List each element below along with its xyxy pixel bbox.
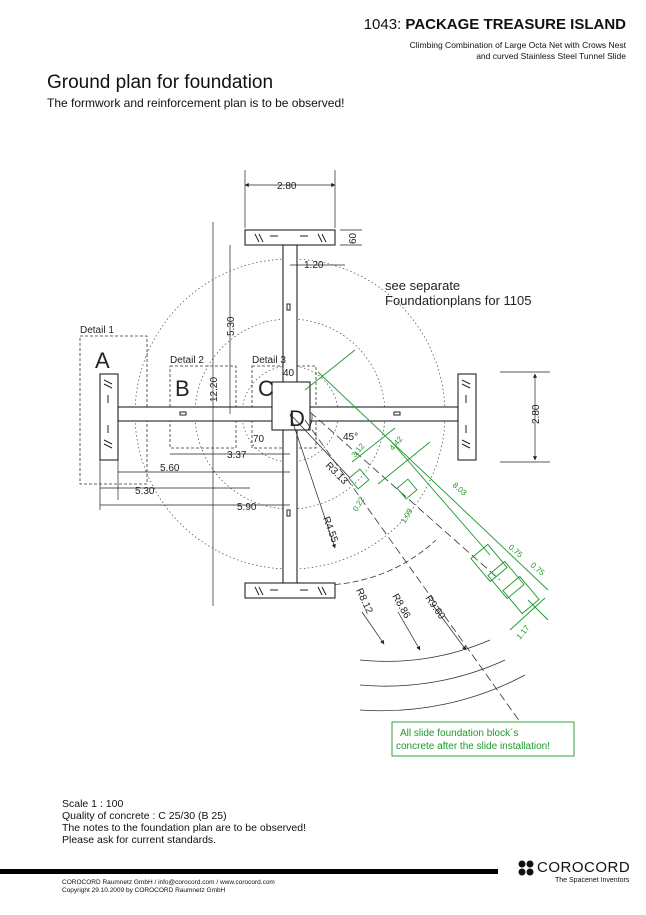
detail-letter-d: D (289, 406, 305, 431)
slide-arcs (289, 539, 437, 586)
document-number: 1043: (363, 16, 402, 33)
slide-dim-0-75-b: 0.75 (529, 561, 547, 578)
detail-letter-b: B (175, 376, 190, 401)
dim-5-30-horizontal: 5.30 (135, 486, 155, 497)
detail-1-label: Detail 1 (80, 325, 114, 336)
dim-right-width: 2.80 (531, 404, 542, 424)
green-note-line-1: All slide foundation block´s (400, 727, 518, 739)
footer-bar (0, 869, 498, 874)
note-scale: Scale 1 : 100 (62, 798, 124, 810)
slide-dim-0-75-a: 0.75 (507, 543, 525, 560)
corocord-logo-icon (518, 860, 534, 876)
dim-5-30-vertical: 5.30 (226, 316, 237, 336)
document-title: 1043: PACKAGE TREASURE ISLAND (364, 16, 626, 33)
dim-40: 40 (283, 368, 295, 379)
dim-top-depth: 60 (348, 232, 359, 244)
page-subheading: The formwork and reinforcement plan is t… (47, 96, 345, 110)
slide-dim-1-09: 1.09 (399, 507, 415, 525)
page-heading: Ground plan for foundation (47, 72, 274, 93)
plan-notes: Scale 1 : 100 Quality of concrete : C 25… (62, 798, 306, 846)
radius-r8-86: R8.86 (389, 592, 412, 621)
dim-3-37: 3.37 (227, 450, 247, 461)
subtitle-line-1: Climbing Combination of Large Octa Net w… (409, 40, 626, 50)
slide-dimension-labels: 3.12 4.42 8.03 0.22 1.09 0.75 0.75 1.17 … (350, 434, 550, 752)
footer-contact: COROCORD Raumnetz GmbH / info@corocord.c… (62, 879, 275, 886)
package-name: PACKAGE TREASURE ISLAND (405, 16, 626, 33)
slide-dim-1-17: 1.17 (515, 623, 532, 641)
logo-tagline: The Spacenet Inventors (555, 877, 630, 884)
slide-centerline (304, 411, 541, 751)
dim-12-20: 12.20 (209, 377, 220, 402)
detail-3-label: Detail 3 (252, 355, 286, 366)
subtitle-line-2: and curved Stainless Steel Tunnel Slide (476, 51, 626, 61)
separate-note-line-2: Foundationplans for 1105 (385, 293, 531, 308)
radius-r4-55: R4.55 (320, 515, 340, 544)
logo-wordmark: COROCORD (537, 859, 631, 876)
rebar-marks (103, 233, 471, 596)
green-note-box (391, 721, 575, 757)
note-standards: Please ask for current standards. (62, 834, 217, 846)
slide-dim-4-42: 4.42 (388, 434, 405, 452)
dim-top-width: 2.80 (277, 181, 297, 192)
dim-1-20: 1.20 (304, 260, 324, 271)
dim-5-90: 5.90 (237, 502, 257, 513)
detail-letter-c: C (258, 376, 274, 401)
detail-letter-a: A (95, 348, 110, 373)
slide-dim-3-12: 3.12 (350, 441, 367, 459)
note-foundation: The notes to the foundation plan are to … (62, 822, 307, 834)
detail-2-label: Detail 2 (170, 355, 204, 366)
radius-r8-12: R8.12 (353, 587, 374, 616)
note-concrete: Quality of concrete : C 25/30 (B 25) (62, 810, 227, 822)
slide-dim-8-03: 8.03 (451, 481, 469, 498)
green-note-line-2: concrete after the slide installation! (396, 741, 550, 752)
angle-label: 45° (343, 432, 358, 443)
slide-radius-arcs (359, 639, 526, 712)
separate-note-line-1: see separate (385, 278, 460, 293)
dimension-lines (99, 170, 550, 651)
foundation-beams (99, 229, 477, 599)
slide-foundation-markings (304, 349, 549, 631)
dim-5-60: 5.60 (160, 463, 180, 474)
dim-70: 70 (253, 434, 265, 445)
radius-r9-60: R9.60 (423, 593, 448, 622)
footer-copyright: Copyright 29.10.2009 by COROCORD Raumnet… (62, 887, 226, 894)
